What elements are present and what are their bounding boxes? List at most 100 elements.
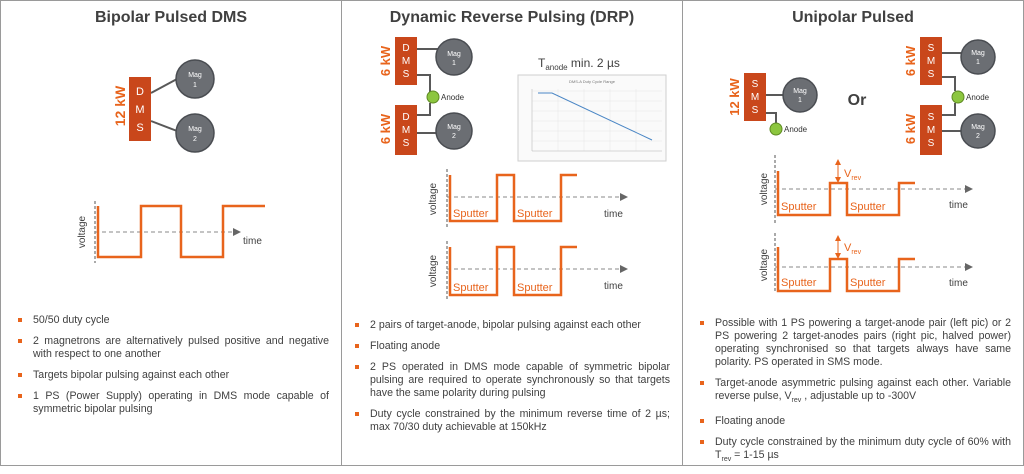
wire-mag2 <box>150 120 178 132</box>
panel-title: Dynamic Reverse Pulsing (DRP) <box>389 9 635 26</box>
bullet-item: Target-anode asymmetric pulsing against … <box>699 377 1011 407</box>
unipolar-wave-1 <box>776 171 915 217</box>
supply-letter: S <box>752 105 759 116</box>
time-axis-arrow <box>965 263 973 271</box>
sputter-label: Sputter <box>453 208 489 220</box>
magnetron-2 <box>435 112 473 150</box>
supply-letter: M <box>927 125 935 136</box>
time-axis-arrow <box>620 193 628 201</box>
magnetron-number: 1 <box>976 59 980 66</box>
power-label-top: 6 kW <box>903 45 918 76</box>
sputter-label: Sputter <box>781 277 817 289</box>
magnetron-label: Mag <box>971 50 985 57</box>
magnetron-label: Mag <box>793 88 807 95</box>
voltage-label: voltage <box>428 254 439 287</box>
unipolar-bullet-list: Possible with 1 PS powering a target-ano… <box>699 317 1011 474</box>
bullet-item: Possible with 1 PS powering a target-ano… <box>699 317 1011 369</box>
vrev-arrow-up <box>835 235 841 241</box>
wire <box>942 76 956 91</box>
dms-supply-box-bottom <box>395 105 417 155</box>
supply-letter: D <box>402 43 409 54</box>
bullet-item: Duty cycle constrained by the minimum du… <box>699 436 1011 466</box>
sputter-label: Sputter <box>850 201 886 213</box>
magnetron-2 <box>960 113 996 149</box>
bullet-item: Floating anode <box>354 340 670 353</box>
bullet-item: 2 pairs of target-anode, bipolar pulsing… <box>354 319 670 332</box>
power-label-left: 12 kW <box>727 77 742 115</box>
sms-supply-box-top <box>920 37 942 85</box>
vrev-label: Vrev <box>844 168 862 182</box>
supply-letter: D <box>402 112 409 123</box>
bullet-item: Floating anode <box>699 415 1011 428</box>
magnetron-label: Mag <box>447 51 461 58</box>
power-label-bottom: 6 kW <box>378 113 393 144</box>
magnetron-label: Mag <box>188 126 202 133</box>
magnetron-number: 2 <box>193 136 197 143</box>
supply-letter: S <box>928 112 935 123</box>
supply-letter: S <box>928 69 935 80</box>
anode-label: Anode <box>966 93 990 102</box>
sms-supply-box-left <box>744 73 766 121</box>
sms-supply-box-bottom <box>920 105 942 155</box>
anode-icon <box>951 90 965 104</box>
power-label-top: 6 kW <box>378 45 393 76</box>
power-label: 12 kW <box>112 85 128 126</box>
power-label-bottom: 6 kW <box>903 113 918 144</box>
wire <box>417 74 431 97</box>
sputter-label: Sputter <box>517 208 553 220</box>
magnetron-1 <box>435 38 473 76</box>
magnetron-number: 1 <box>798 97 802 104</box>
magnetron-label: Mag <box>971 124 985 131</box>
panel-bipolar-pulsed-dms: Bipolar Pulsed DMS 12 kW D M S Mag 1 Mag… <box>0 0 342 466</box>
drp-bullet-list: 2 pairs of target-anode, bipolar pulsing… <box>354 319 670 442</box>
bullet-item: 1 PS (Power Supply) operating in DMS mod… <box>17 390 329 416</box>
drp-wave-1 <box>448 173 577 223</box>
inset-chart-frame <box>517 74 667 162</box>
supply-letter: D <box>136 86 144 98</box>
voltage-label: voltage <box>759 248 770 281</box>
sputter-label: Sputter <box>781 201 817 213</box>
wire <box>417 103 431 116</box>
unipolar-diagram: 12 kW S M S Mag 1 Anode Or 6 kW S M S Ma… <box>727 37 996 293</box>
magnetron-1 <box>175 59 215 99</box>
drp-diagram: 6 kW D M S Mag 1 Anode 6 kW D M S Mag 2 <box>378 37 667 299</box>
supply-letter: S <box>928 138 935 149</box>
dms-supply-box <box>129 77 151 141</box>
supply-letter: M <box>402 125 410 136</box>
voltage-label: voltage <box>759 172 770 205</box>
magnetron-number: 2 <box>452 133 456 140</box>
sputter-label: Sputter <box>850 277 886 289</box>
sputter-label: Sputter <box>517 282 553 294</box>
inset-duty-cycle-line <box>538 92 653 141</box>
panel-dynamic-reverse-pulsing: Dynamic Reverse Pulsing (DRP) 6 kW D M S… <box>341 0 683 466</box>
inset-chart-title: DMS-A Duty Cycle Range <box>569 79 616 84</box>
supply-letter: M <box>751 92 759 103</box>
wire <box>766 112 777 123</box>
bipolar-diagram: 12 kW D M S Mag 1 Mag 2 voltage time <box>77 59 265 263</box>
bipolar-bullet-list: 50/50 duty cycle 2 magnetrons are altern… <box>17 314 329 424</box>
time-label: time <box>604 281 623 292</box>
time-label: time <box>949 278 968 289</box>
or-label: Or <box>848 92 867 109</box>
magnetron-1 <box>782 77 818 113</box>
tanode-label: Tanode min. 2 µs <box>538 56 620 72</box>
time-label: time <box>243 236 262 247</box>
anode-label: Anode <box>441 93 465 102</box>
magnetron-number: 1 <box>452 60 456 67</box>
bullet-item: Targets bipolar pulsing against each oth… <box>17 369 329 382</box>
panel-title: Bipolar Pulsed DMS <box>94 9 248 26</box>
supply-letter: S <box>752 79 759 90</box>
voltage-label: voltage <box>77 215 88 248</box>
time-label: time <box>949 200 968 211</box>
supply-letter: M <box>402 56 410 67</box>
panel-title: Unipolar Pulsed <box>792 9 914 26</box>
magnetron-label: Mag <box>447 124 461 131</box>
vrev-arrow-down <box>835 253 841 259</box>
bullet-item: 50/50 duty cycle <box>17 314 329 327</box>
panel-unipolar-pulsed: Unipolar Pulsed 12 kW S M S Mag 1 Anode … <box>682 0 1024 466</box>
magnetron-number: 1 <box>193 82 197 89</box>
vrev-label: Vrev <box>844 242 862 256</box>
magnetron-number: 2 <box>976 133 980 140</box>
time-axis-arrow <box>620 265 628 273</box>
time-label: time <box>604 209 623 220</box>
